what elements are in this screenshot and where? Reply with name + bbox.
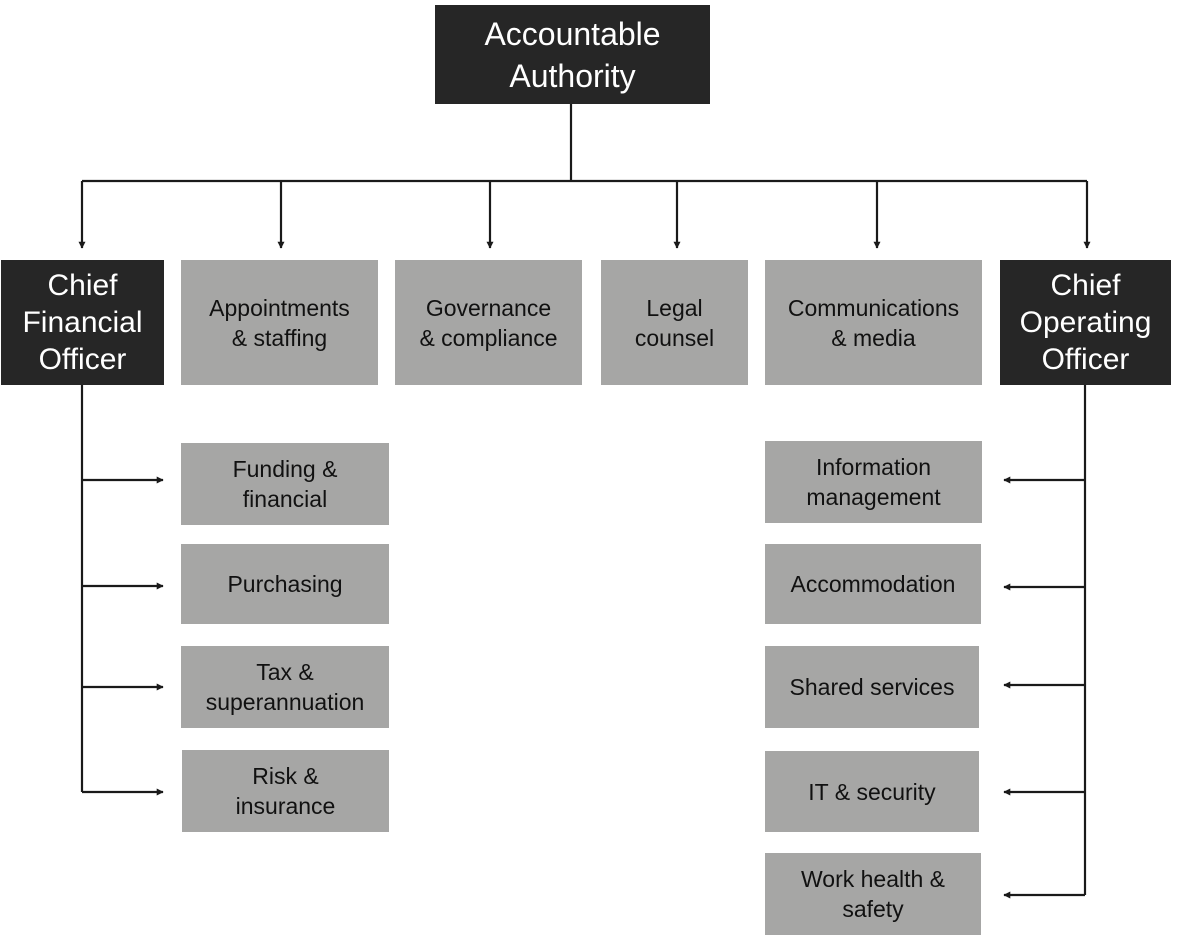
legal-counsel-box: Legal counsel: [601, 260, 748, 385]
purchasing-box: Purchasing: [181, 544, 389, 624]
work-health-safety-box: Work health & safety: [765, 853, 981, 935]
chief-operating-officer-box: Chief Operating Officer: [1000, 260, 1171, 385]
it-security-box: IT & security: [765, 751, 979, 832]
funding-financial-box: Funding & financial: [181, 443, 389, 525]
shared-services-box: Shared services: [765, 646, 979, 728]
appointments-staffing-box: Appointments & staffing: [181, 260, 378, 385]
tax-superannuation-box: Tax & superannuation: [181, 646, 389, 728]
information-management-box: Information management: [765, 441, 982, 523]
chief-financial-officer-box: Chief Financial Officer: [1, 260, 164, 385]
accountable-authority-box: Accountable Authority: [435, 5, 710, 104]
accommodation-box: Accommodation: [765, 544, 981, 624]
communications-media-box: Communications & media: [765, 260, 982, 385]
governance-compliance-box: Governance & compliance: [395, 260, 582, 385]
risk-insurance-box: Risk & insurance: [182, 750, 389, 832]
